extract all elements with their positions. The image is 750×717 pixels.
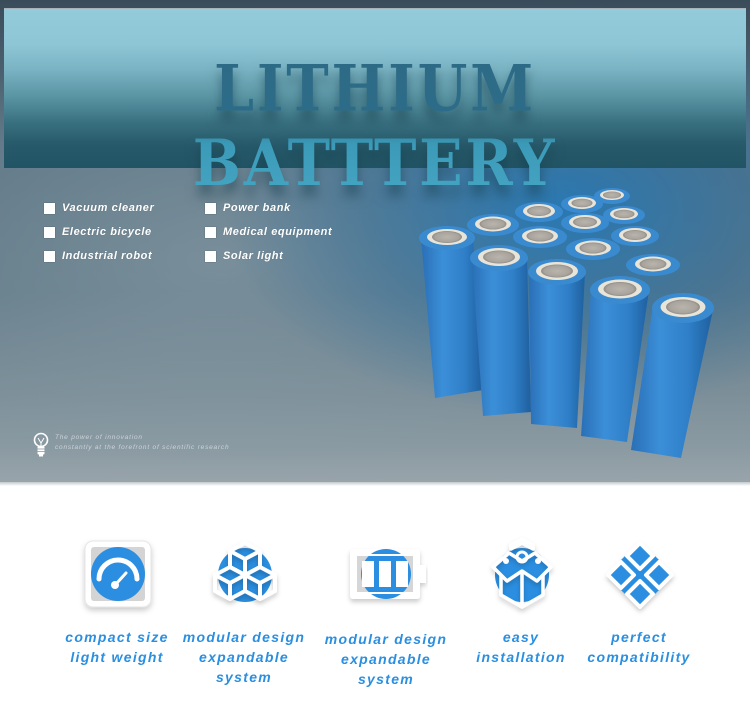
battery-icon: [350, 549, 426, 599]
application-item: Solar light: [205, 244, 332, 268]
feature-modular-battery: modular design expandable system: [311, 535, 461, 689]
feature-modular-design: modular design expandable system: [169, 535, 319, 687]
cubes-icon: [213, 541, 277, 602]
feature-easy-installation: easy installation: [446, 535, 596, 667]
hero-section: LITHIUM BATTTERY Vacuum cleaner Electric…: [0, 0, 750, 486]
checkbox-icon: [205, 202, 216, 214]
lightbulb-icon: [33, 432, 49, 457]
application-label: Power bank: [223, 202, 291, 214]
feature-label-line: compatibility: [587, 649, 691, 665]
feature-label-line: system: [357, 671, 415, 687]
feature-label-line: modular design: [182, 629, 306, 645]
speedometer-icon: [84, 540, 152, 608]
checkbox-icon: [205, 250, 216, 262]
open-box-icon: [491, 537, 553, 609]
application-item: Industrial robot: [44, 244, 154, 268]
checkbox-icon: [44, 250, 55, 262]
feature-label-line: system: [215, 669, 273, 685]
checkbox-icon: [44, 202, 55, 214]
checkbox-icon: [44, 226, 55, 238]
checkbox-icon: [205, 226, 216, 238]
feature-label-line: installation: [476, 649, 566, 665]
application-item: Electric bicycle: [44, 220, 154, 244]
tagline-line-1: The power of innovation: [55, 434, 143, 441]
feature-label-line: perfect: [611, 629, 667, 645]
application-item: Vacuum cleaner: [44, 196, 154, 220]
battery-cells-image: [419, 188, 714, 458]
applications-list-left: Vacuum cleaner Electric bicycle Industri…: [44, 196, 154, 268]
feature-label-line: compact size: [65, 629, 169, 645]
application-item: Power bank: [205, 196, 332, 220]
application-label: Electric bicycle: [62, 226, 152, 238]
page-title: LITHIUM BATTTERY: [34, 52, 717, 201]
tagline-line-2: constantly at the forefront of scientifi…: [55, 444, 230, 451]
feature-label-line: modular design: [324, 631, 448, 647]
application-label: Industrial robot: [62, 250, 153, 262]
application-item: Medical equipment: [205, 220, 332, 244]
applications-list-right: Power bank Medical equipment Solar light: [205, 196, 332, 268]
diamond-grid-icon: [606, 541, 674, 609]
front-cells: [419, 226, 714, 458]
feature-label-line: light weight: [70, 649, 164, 665]
feature-perfect-compatibility: perfect compatibility: [564, 535, 714, 667]
title-banner: LITHIUM BATTTERY: [4, 8, 746, 200]
application-label: Medical equipment: [223, 226, 333, 238]
application-label: Vacuum cleaner: [62, 202, 155, 214]
tagline: The power of innovation constantly at th…: [33, 432, 229, 460]
back-cells: [467, 188, 680, 276]
feature-compact-size: compact size light weight: [42, 535, 192, 667]
feature-label-line: easy: [502, 629, 540, 645]
feature-label-line: expandable: [340, 651, 432, 667]
feature-label-line: expandable: [198, 649, 290, 665]
application-label: Solar light: [223, 250, 284, 262]
